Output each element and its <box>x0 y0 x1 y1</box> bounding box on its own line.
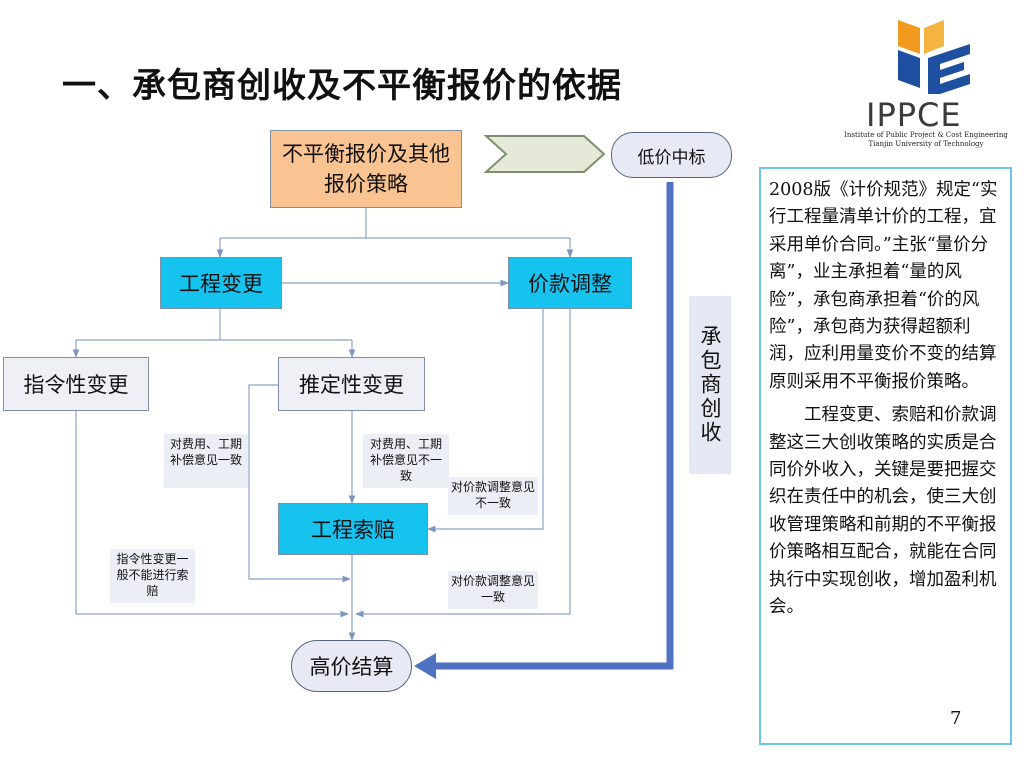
node-engineering-change: 工程变更 <box>160 257 282 309</box>
page-number: 7 <box>950 708 962 729</box>
side-label: 承包商创收 <box>689 296 731 474</box>
node-price-adjustment: 价款调整 <box>508 257 632 309</box>
page-title: 一、承包商创收及不平衡报价的依据 <box>62 66 622 106</box>
note-disagree: 对费用、工期补偿意见不一致 <box>363 434 449 488</box>
node-engineering-claim: 工程索赔 <box>278 503 428 555</box>
logo-subtitle-2: Tianjin University of Technology <box>868 140 984 148</box>
connector-adjust-right <box>355 309 571 618</box>
connector-directive-down <box>75 411 349 618</box>
note-price-agree: 对价款调整意见一致 <box>448 571 538 609</box>
explanation-panel: 2008版《计价规范》规定“实行工程量清单计价的工程，宜采用单价合同。”主张“量… <box>759 167 1012 745</box>
node-low-bid: 低价中标 <box>611 132 732 178</box>
note-agree: 对费用、工期补偿意见一致 <box>164 434 248 488</box>
thick-arrow-head-icon <box>414 653 436 679</box>
note-price-disagree: 对价款调整意见不一致 <box>448 477 538 515</box>
connector-implied-bypass <box>248 384 351 583</box>
connector-adjust-to-claim <box>427 309 544 533</box>
node-strategy: 不平衡报价及其他报价策略 <box>270 130 462 208</box>
thick-return-arrow <box>432 182 674 670</box>
logo-subtitle-1: Institute of Public Project & Cost Engin… <box>844 131 1008 139</box>
ippce-logo-icon <box>898 20 970 94</box>
chevron-arrow-icon <box>483 135 606 173</box>
node-high-settlement: 高价结算 <box>291 640 412 692</box>
panel-paragraph-2: 工程变更、索赔和价款调整这三大创收策略的实质是合同价外收入，关键是要把握交织在责… <box>769 405 997 618</box>
note-directive-no-claim: 指令性变更一般不能进行索赔 <box>110 549 195 603</box>
panel-paragraph-1: 2008版《计价规范》规定“实行工程量清单计价的工程，宜采用单价合同。”主张“量… <box>769 180 998 392</box>
logo-name: IPPCE <box>866 96 962 134</box>
node-directive-change: 指令性变更 <box>3 357 149 411</box>
node-implied-change: 推定性变更 <box>278 357 425 411</box>
